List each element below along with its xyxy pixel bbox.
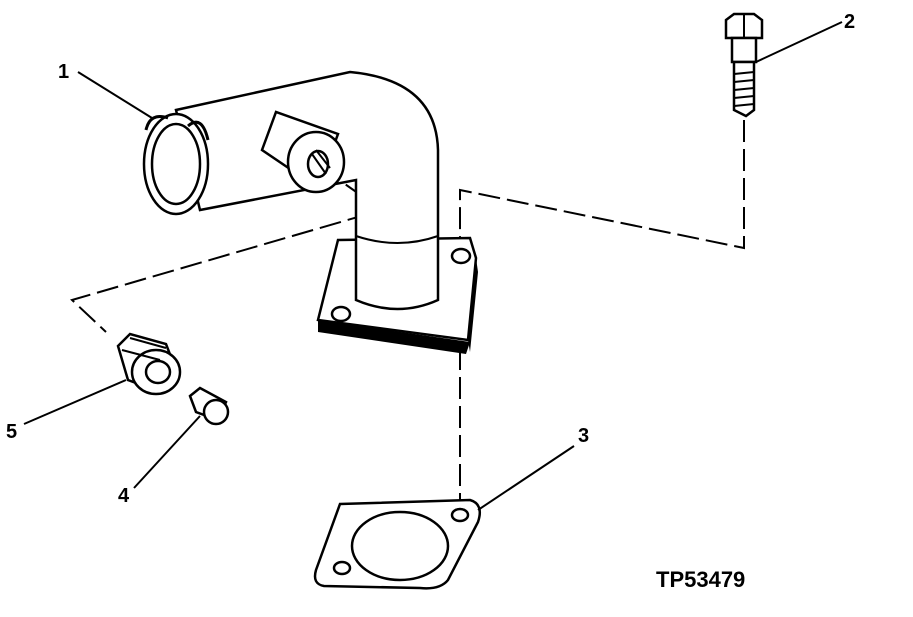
callout-2-label: 2: [844, 11, 855, 33]
gasket-part: [313, 498, 481, 590]
leader-lines: [23, 21, 843, 511]
callout-4-label: 4: [118, 485, 130, 507]
elbow-outlet-part: [142, 70, 478, 354]
callout-3-label: 3: [578, 425, 589, 447]
plug-part: [188, 386, 230, 426]
callout-5-label: 5: [6, 421, 17, 443]
callout-1-label: 1: [58, 61, 69, 83]
bolt-part: [724, 12, 764, 118]
figure-id: TP53479: [656, 567, 745, 592]
assembly-lines: [70, 120, 745, 515]
fitting-part: [116, 332, 182, 396]
